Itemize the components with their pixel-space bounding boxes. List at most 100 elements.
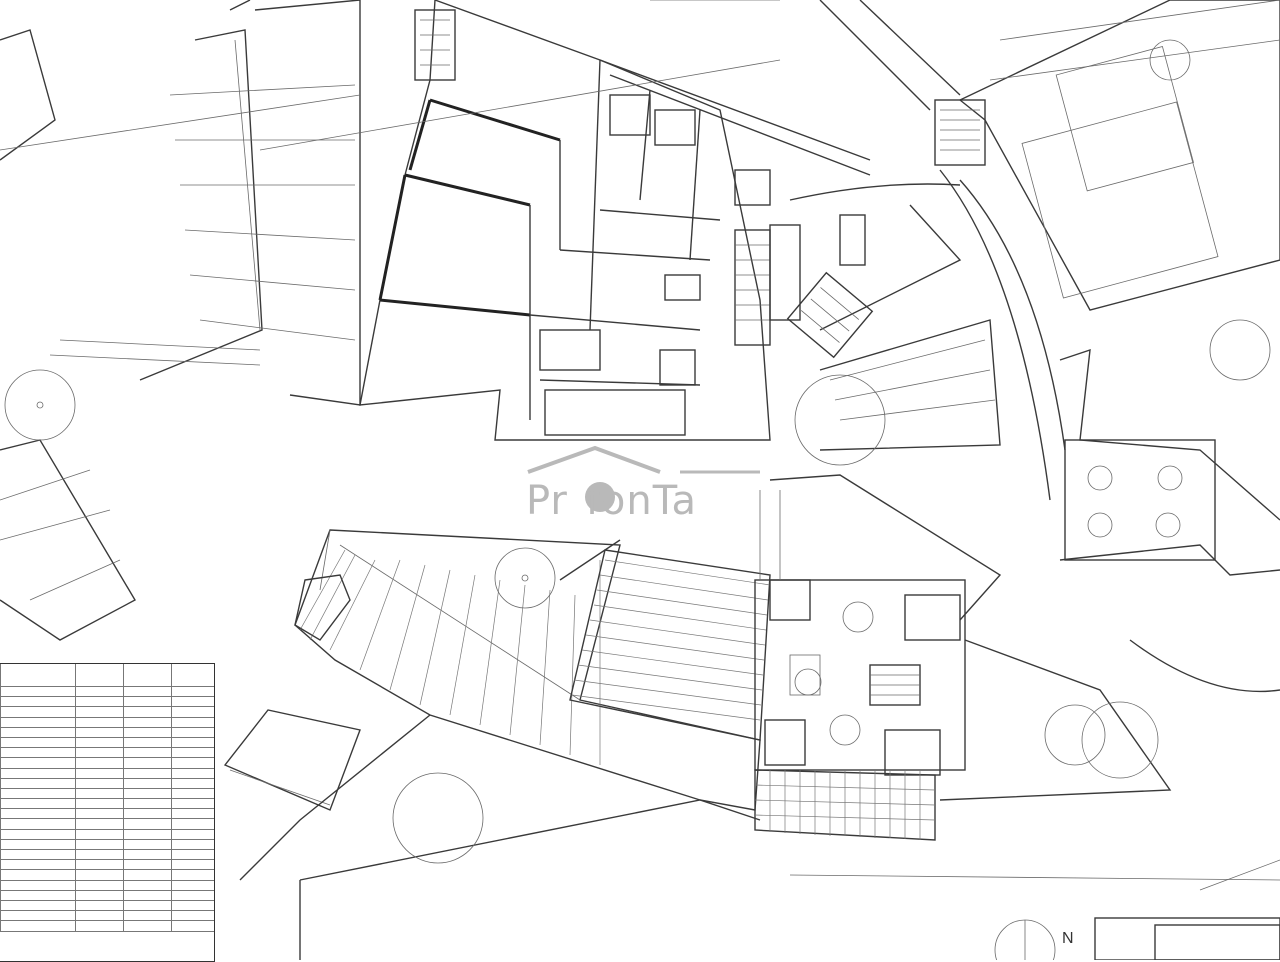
table-header-cell bbox=[75, 664, 124, 687]
table-cell bbox=[75, 818, 124, 830]
table-cell bbox=[170, 900, 214, 912]
table-cell bbox=[170, 869, 214, 881]
table-cell bbox=[122, 900, 171, 912]
table-cell bbox=[0, 849, 76, 861]
table-cell bbox=[122, 737, 171, 749]
table-cell bbox=[170, 849, 214, 861]
table-cell bbox=[170, 798, 214, 810]
table-cell bbox=[170, 829, 214, 840]
table-row bbox=[0, 768, 214, 779]
left-building-outline bbox=[0, 0, 361, 406]
table-cell bbox=[170, 686, 214, 698]
table-cell bbox=[75, 839, 124, 851]
table-cell bbox=[75, 910, 124, 922]
table-row bbox=[0, 706, 214, 718]
table-cell bbox=[122, 717, 171, 728]
table-row bbox=[0, 859, 214, 871]
table-cell bbox=[122, 778, 171, 789]
table-cell bbox=[75, 686, 124, 698]
dining-pavilion bbox=[754, 579, 966, 776]
table-cell bbox=[170, 737, 214, 749]
table-cell bbox=[170, 910, 214, 922]
table-row bbox=[0, 869, 214, 881]
lower-terrain bbox=[223, 539, 1280, 960]
table-cell bbox=[122, 849, 171, 861]
table-cell bbox=[0, 788, 76, 800]
area-table-grid bbox=[0, 664, 214, 932]
watermark: Pr fonTa bbox=[526, 445, 760, 524]
table-cell bbox=[170, 920, 214, 932]
table-cell bbox=[170, 818, 214, 830]
table-cell bbox=[0, 920, 76, 932]
table-cell bbox=[75, 829, 124, 840]
table-cell bbox=[170, 727, 214, 738]
table-cell bbox=[170, 757, 214, 769]
table-cell bbox=[122, 910, 171, 922]
table-row bbox=[0, 829, 214, 840]
table-cell bbox=[75, 737, 124, 749]
table-row bbox=[0, 757, 214, 769]
table-cell bbox=[0, 737, 76, 749]
area-summary-table bbox=[0, 663, 215, 962]
table-cell bbox=[122, 869, 171, 881]
table-cell bbox=[0, 798, 76, 810]
table-row bbox=[0, 910, 214, 922]
table-cell bbox=[0, 768, 76, 779]
table-header-cell bbox=[170, 664, 214, 687]
table-cell bbox=[75, 706, 124, 718]
table-row bbox=[0, 880, 214, 891]
table-header-row bbox=[0, 664, 214, 687]
table-cell bbox=[0, 717, 76, 728]
table-cell bbox=[122, 696, 171, 708]
main-building-rooms bbox=[359, 0, 771, 441]
lower-right-plot bbox=[759, 474, 1280, 801]
table-cell bbox=[122, 686, 171, 698]
table-cell bbox=[0, 839, 76, 851]
table-row bbox=[0, 747, 214, 759]
table-row bbox=[0, 808, 214, 820]
table-cell bbox=[170, 859, 214, 871]
table-row bbox=[0, 920, 214, 932]
table-cell bbox=[75, 788, 124, 800]
table-cell bbox=[75, 768, 124, 779]
table-cell bbox=[75, 798, 124, 810]
table-cell bbox=[75, 747, 124, 759]
table-row bbox=[0, 900, 214, 912]
table-row bbox=[0, 686, 214, 698]
table-row bbox=[0, 890, 214, 901]
table-cell bbox=[0, 869, 76, 881]
table-row bbox=[0, 839, 214, 851]
table-cell bbox=[75, 880, 124, 891]
table-cell bbox=[170, 747, 214, 759]
table-row bbox=[0, 818, 214, 830]
table-cell bbox=[75, 869, 124, 881]
table-cell bbox=[75, 920, 124, 932]
table-cell bbox=[122, 747, 171, 759]
table-cell bbox=[170, 768, 214, 779]
table-cell bbox=[75, 849, 124, 861]
table-row bbox=[0, 727, 214, 738]
upper-road bbox=[259, 0, 961, 176]
table-cell bbox=[122, 920, 171, 932]
table-cell bbox=[170, 880, 214, 891]
table-header-cell bbox=[0, 664, 76, 687]
table-cell bbox=[75, 757, 124, 769]
table-cell bbox=[0, 778, 76, 789]
table-cell bbox=[0, 890, 76, 901]
table-cell bbox=[75, 717, 124, 728]
left-diagonal-terrace bbox=[0, 369, 136, 641]
table-cell bbox=[170, 839, 214, 851]
table-cell bbox=[0, 880, 76, 891]
table-header-cell bbox=[122, 664, 171, 687]
central-stair bbox=[734, 169, 801, 346]
table-cell bbox=[122, 859, 171, 871]
table-row bbox=[0, 696, 214, 708]
central-roof-block bbox=[569, 549, 771, 741]
table-cell bbox=[0, 808, 76, 820]
table-cell bbox=[0, 910, 76, 922]
table-row bbox=[0, 788, 214, 800]
table-cell bbox=[170, 808, 214, 820]
table-row bbox=[0, 778, 214, 789]
table-cell bbox=[0, 859, 76, 871]
